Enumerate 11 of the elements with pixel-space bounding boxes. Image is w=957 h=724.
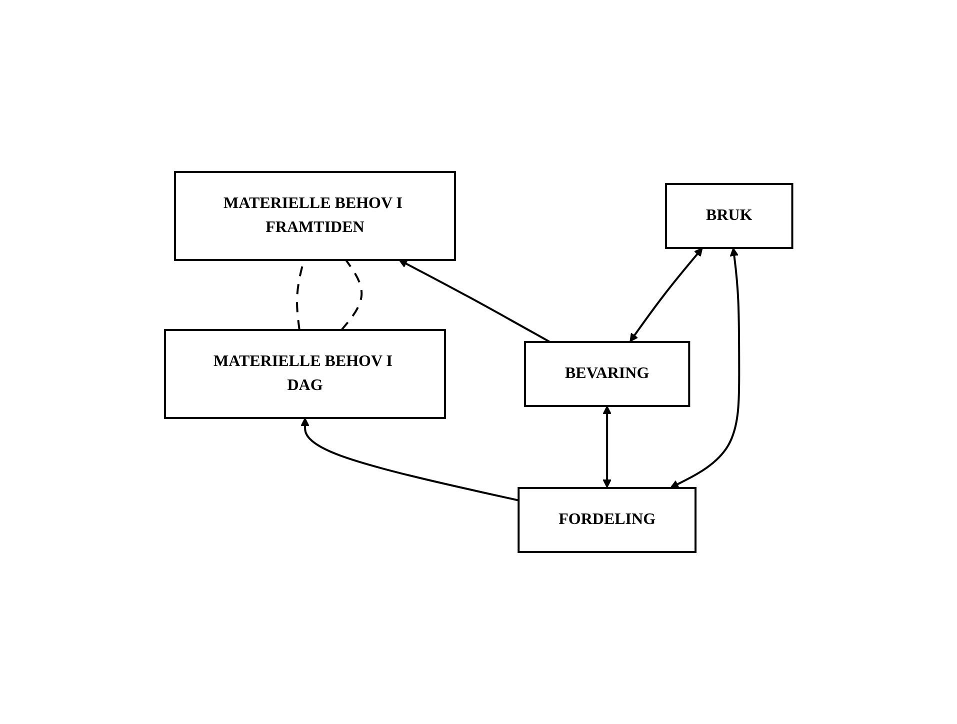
arrow: [670, 248, 740, 488]
connector: [340, 259, 362, 331]
arrow: [300, 418, 519, 502]
node-box: MATERIELLE BEHOV I DAG: [164, 329, 446, 419]
node-box: BEVARING: [524, 341, 690, 407]
node-box: FORDELING: [517, 486, 696, 553]
arrow: [629, 248, 703, 342]
arrow: [398, 260, 550, 343]
node-box: MATERIELLE BEHOV I FRAMTIDEN: [174, 171, 456, 261]
node-box: BRUK: [664, 183, 794, 249]
arrow: [602, 406, 612, 488]
